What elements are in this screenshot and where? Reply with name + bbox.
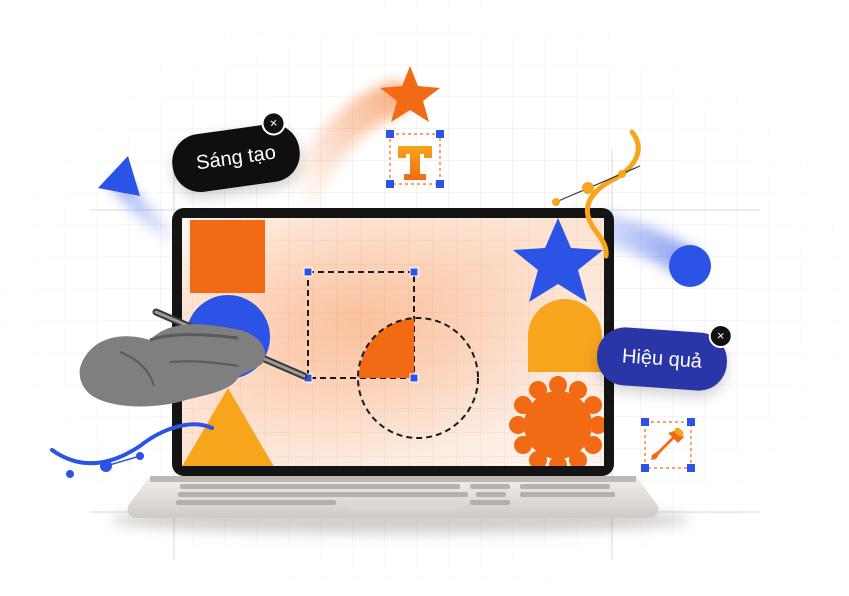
gear-shape (509, 376, 604, 466)
dashed-circle (357, 317, 479, 439)
color-picker-icon (641, 418, 695, 472)
square-shape (190, 220, 265, 293)
arch-shape (528, 299, 602, 372)
triangle-shape-blue (98, 156, 140, 196)
hand-with-pencil (79, 308, 308, 407)
keyboard (176, 484, 615, 505)
creative-chip-label: Sáng tạo (194, 141, 278, 175)
star-shape-blue (513, 218, 603, 302)
triangle-shape (182, 388, 274, 466)
bezier-curve (50, 422, 214, 478)
blue-triangle-trail (112, 177, 186, 253)
effective-chip: Hiệu quả × (595, 323, 734, 393)
effective-chip-label: Hiệu quả (621, 345, 703, 373)
pen-path (552, 129, 641, 259)
star-shape-orange (380, 66, 440, 122)
orange-star-trail (283, 81, 412, 222)
quarter-circle-shape (358, 318, 414, 378)
text-tool-icon (386, 130, 444, 188)
blue-ball (669, 245, 711, 287)
